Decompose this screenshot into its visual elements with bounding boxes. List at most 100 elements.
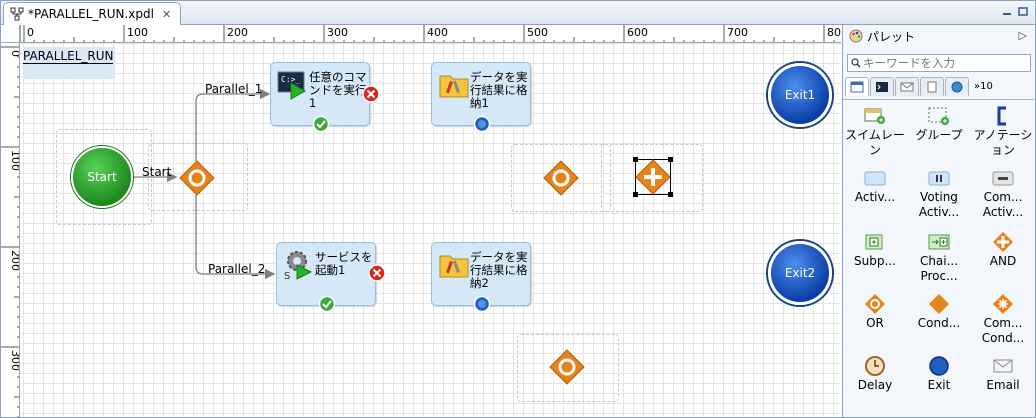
error-icon[interactable] <box>362 85 380 103</box>
error-icon[interactable] <box>368 264 386 282</box>
connector-parallel-2[interactable] <box>195 195 276 280</box>
close-icon[interactable]: ✕ <box>161 7 172 21</box>
ruler-corner <box>1 25 20 43</box>
palette-tabs: »10 <box>845 77 1034 97</box>
group-icon <box>928 107 949 125</box>
palette-item-label: Com... Activ... <box>982 190 1024 219</box>
ruler-left-label: 300 <box>9 350 20 371</box>
selection-handle[interactable] <box>668 157 673 162</box>
command-prompt-icon: C:>_ <box>277 71 307 100</box>
edge-label-parallel-1: Parallel_1 <box>205 82 263 96</box>
diagram-canvas[interactable]: PARALLEL_RUN Start Start Parallel_1 Para… <box>20 43 841 417</box>
more-tabs-indicator[interactable]: »10 <box>974 81 993 92</box>
task-store-result-1[interactable]: データを実行結果に格納1 <box>431 62 531 133</box>
ruler-top-label: 500 <box>527 26 548 39</box>
palette-search-box[interactable] <box>847 54 1031 72</box>
edge-label-start: Start <box>142 165 172 179</box>
start-event[interactable]: Start <box>71 146 133 208</box>
ruler-left-label: 0 <box>9 50 20 57</box>
ruler-left-label: 100 <box>9 150 20 171</box>
collapse-palette-icon[interactable]: ▷ <box>1018 29 1027 42</box>
maximize-icon[interactable] <box>1017 6 1029 18</box>
palette-item-email[interactable]: Email <box>971 356 1035 393</box>
and-gateway-group-box[interactable] <box>601 144 703 212</box>
and-gateway-selection[interactable] <box>633 157 673 197</box>
task-start-service[interactable]: S サービスを起動1 <box>276 242 376 313</box>
palette-tab-web[interactable] <box>945 77 969 96</box>
selection-handle[interactable] <box>633 157 638 162</box>
palette-item-label: OR <box>866 316 884 330</box>
complex-gateway-icon <box>993 294 1013 314</box>
palette-item-label: Email <box>986 378 1020 392</box>
start-event-label: Start <box>87 170 117 184</box>
task-store-result-2-label: データを実行結果に格納2 <box>470 250 528 290</box>
palette-tab-document[interactable] <box>920 77 944 96</box>
editor-tab-title: *PARALLEL_RUN.xpdl <box>28 7 154 21</box>
intermediate-event-icon <box>473 115 491 133</box>
join-gateway-group-box[interactable] <box>511 144 611 212</box>
palette-item-conditional[interactable]: Cond... <box>907 294 971 331</box>
selection-handle[interactable] <box>668 192 673 197</box>
or-gateway-split[interactable] <box>179 160 215 196</box>
exit-event-2-label: Exit2 <box>784 266 816 280</box>
exit-event-2[interactable]: Exit2 <box>768 241 832 305</box>
exit-icon <box>929 356 949 376</box>
editor-tab-parallel-run[interactable]: *PARALLEL_RUN.xpdl ✕ <box>3 2 181 25</box>
compensation-activity-icon <box>992 171 1014 186</box>
pool-header[interactable]: PARALLEL_RUN <box>23 47 115 79</box>
palette-tab-basic[interactable] <box>845 77 869 96</box>
subprocess-icon <box>865 234 883 250</box>
palette-item-subprocess[interactable]: Subp... <box>843 232 907 269</box>
service-gear-icon: S <box>284 251 313 281</box>
or-gateway-join[interactable] <box>543 160 579 196</box>
mail-icon <box>900 82 914 92</box>
palette-item-label: Activ... <box>854 190 896 204</box>
palette-item-label: Exit <box>927 378 951 392</box>
palette-search-input[interactable] <box>863 56 1023 70</box>
palette-item-activity[interactable]: Activ... <box>843 168 907 205</box>
editor-tab-bar: *PARALLEL_RUN.xpdl ✕ <box>1 1 1035 25</box>
palette-tab-command[interactable] <box>870 77 894 96</box>
activity-icon <box>864 171 886 186</box>
task-store-result-2[interactable]: データを実行結果に格納2 <box>431 242 531 313</box>
palette-item-and[interactable]: AND <box>971 232 1035 269</box>
and-gateway[interactable] <box>635 159 671 195</box>
palette-item-compensation-activity[interactable]: Com... Activ... <box>971 168 1035 220</box>
conditional-gateway-icon <box>929 294 949 314</box>
minimize-icon[interactable] <box>1001 6 1013 18</box>
palette-item-swimlane[interactable]: スイムレーン <box>843 106 907 158</box>
palette-item-chain-process[interactable]: Chai... Proc... <box>907 232 971 284</box>
palette-item-label: Cond... <box>917 316 961 330</box>
edge-label-parallel-2: Parallel_2 <box>208 262 266 276</box>
or-gateway-lower[interactable] <box>549 349 585 385</box>
palette-item-annotation[interactable]: アノテーション <box>971 106 1035 158</box>
selection-handle[interactable] <box>633 192 638 197</box>
exit-event-1[interactable]: Exit1 <box>768 63 832 127</box>
and-gateway-icon <box>993 232 1013 252</box>
task-start-service-label: サービスを起動1 <box>315 250 373 277</box>
palette-item-group[interactable]: グループ <box>907 106 971 143</box>
lower-gateway-group-box[interactable] <box>517 334 619 402</box>
palette-item-label: Delay <box>857 378 893 392</box>
process-file-icon <box>10 7 24 21</box>
ruler-top-label: 600 <box>627 26 648 39</box>
swimlane-icon <box>864 108 885 124</box>
chain-process-icon <box>928 234 950 250</box>
ruler-top-scale: 0100200300400500600700800 <box>23 25 841 42</box>
palette-item-complex[interactable]: Com... Cond... <box>971 294 1035 346</box>
check-icon <box>318 295 336 313</box>
ruler-top: 0100200300400500600700800 <box>20 25 841 43</box>
palette-tab-mail[interactable] <box>895 77 919 96</box>
palette-item-or[interactable]: OR <box>843 294 907 331</box>
document-icon <box>927 81 937 93</box>
terminal-icon <box>876 82 888 92</box>
palette-item-exit[interactable]: Exit <box>907 356 971 393</box>
palette-item-delay[interactable]: Delay <box>843 356 907 393</box>
globe-icon <box>951 81 963 93</box>
palette-item-voting-activity[interactable]: Voting Activ... <box>907 168 971 220</box>
voting-activity-icon <box>928 171 950 186</box>
connector-parallel-1[interactable] <box>195 88 271 161</box>
window-icon <box>850 81 864 93</box>
task-run-command[interactable]: C:>_ 任意のコマンドを実行1 <box>270 62 370 133</box>
